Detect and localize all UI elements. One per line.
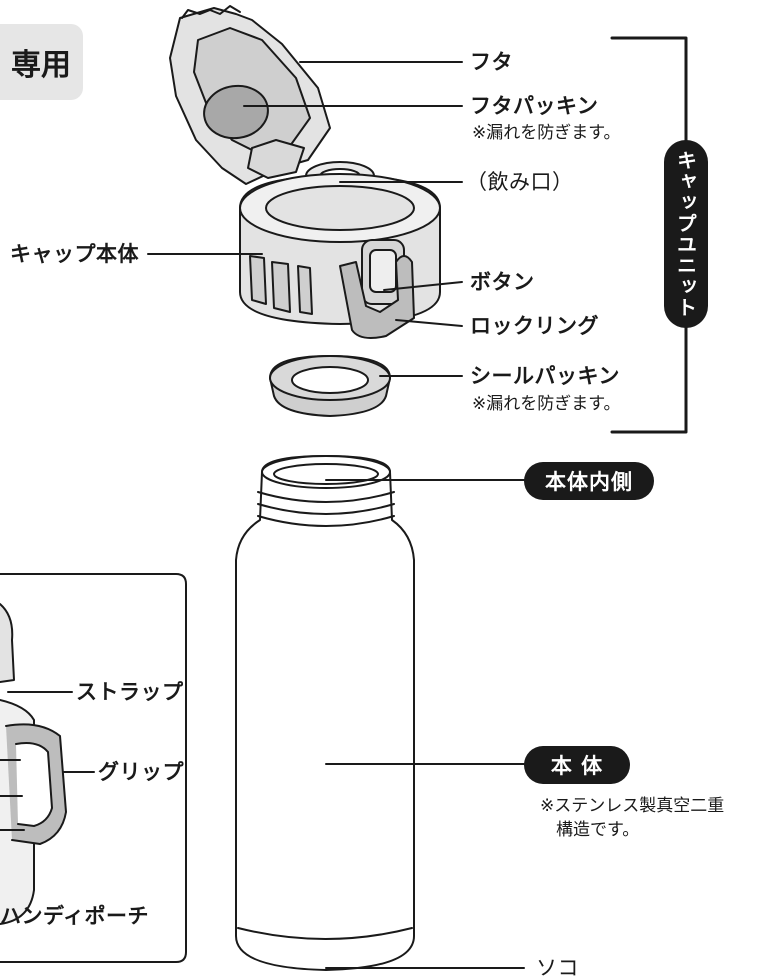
pouch-inset-frame <box>0 573 187 963</box>
tag-body: 本 体 <box>524 746 630 784</box>
note-lid-packing: ※漏れを防ぎます。 <box>472 123 621 143</box>
note-body-2: 構造です。 <box>556 820 640 840</box>
lid-drawing <box>169 5 331 185</box>
tag-inner: 本体内側 <box>524 462 654 500</box>
label-seal-packing: シールパッキン <box>470 364 620 388</box>
label-strap: ストラップ <box>76 680 184 704</box>
label-spout: （飲み口） <box>466 170 574 194</box>
label-lock-ring: ロックリング <box>470 314 599 338</box>
leader-lines <box>7 61 525 969</box>
label-lid-packing: フタパッキン <box>470 94 599 118</box>
bottle-drawing <box>235 455 415 971</box>
cap-body-drawing <box>239 173 441 339</box>
label-lid: フタ <box>470 50 513 74</box>
label-cap-body: キャップ本体 <box>10 242 139 266</box>
label-grip: グリップ <box>98 760 184 784</box>
pouch-drawing <box>0 603 67 925</box>
label-bottom: ソコ <box>536 956 579 979</box>
label-button: ボタン <box>470 270 535 294</box>
tag-cap-unit: キャップユニット <box>664 140 708 328</box>
title-fragment: 専用 <box>11 48 71 83</box>
seal-packing-drawing <box>269 355 391 417</box>
label-pouch: ハンディポーチ <box>0 904 150 928</box>
note-body-1: ※ステンレス製真空二重 <box>540 796 725 816</box>
note-seal-packing: ※漏れを防ぎます。 <box>472 394 621 414</box>
title-box: 専用 <box>0 24 83 100</box>
